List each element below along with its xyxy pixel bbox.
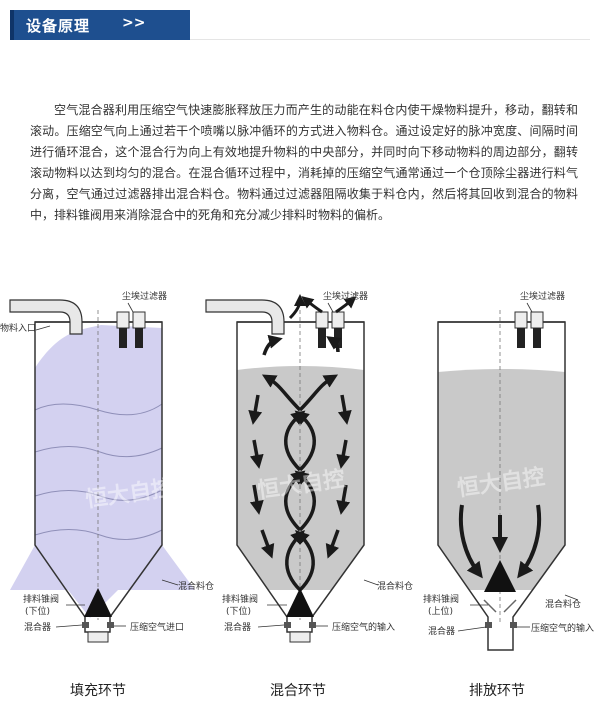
dust-filter-icon <box>315 311 345 348</box>
principle-diagram: 尘埃过滤器 物料入口 混合料仓 排料锥阀 (下位) 混合器 压缩空气进口 填充环… <box>0 290 594 699</box>
material-fill <box>10 325 195 618</box>
material-fill <box>438 369 565 590</box>
silo-outline <box>437 321 566 651</box>
discharge-valve-icon <box>484 560 516 592</box>
mixer-nozzle-icon <box>485 622 517 628</box>
dust-filter-icon <box>514 311 544 348</box>
mixing-flow-arrows <box>248 334 352 592</box>
label-air-inlet: 压缩空气的输入 <box>332 621 395 633</box>
label-dust-filter: 尘埃过滤器 <box>520 290 565 302</box>
discharge-valve-icon <box>84 588 112 617</box>
label-valve-position: (下位) <box>226 605 251 617</box>
section-title: 设备原理 <box>26 17 91 35</box>
stage-caption-fill: 填充环节 <box>70 683 126 699</box>
stage-discharge: 尘埃过滤器 混合料仓 排料锥阀 (上位) 混合器 压缩空气的输入 排放环节 <box>423 290 594 699</box>
divider <box>190 39 590 40</box>
label-dust-filter: 尘埃过滤器 <box>323 290 368 302</box>
label-bin: 混合料仓 <box>178 580 214 592</box>
dust-filter-icon <box>116 311 146 348</box>
label-valve: 排料锥阀 <box>23 593 59 605</box>
discharge-valve-icon <box>286 588 314 617</box>
stage-mix: 尘埃过滤器 混合料仓 排料锥阀 (下位) 混合器 压缩空气的输入 混合环节 <box>205 290 413 699</box>
silo-outline <box>236 321 365 633</box>
label-valve-position: (上位) <box>428 605 453 617</box>
stage-caption-discharge: 排放环节 <box>469 683 525 699</box>
label-bin: 混合料仓 <box>377 580 413 592</box>
label-air-inlet: 压缩空气进口 <box>130 621 184 633</box>
stage-fill: 尘埃过滤器 物料入口 混合料仓 排料锥阀 (下位) 混合器 压缩空气进口 填充环… <box>0 290 214 699</box>
section-banner: 设备原理 >> <box>10 10 190 40</box>
inlet-pipe <box>9 299 83 335</box>
inlet-pipe <box>205 299 285 335</box>
label-valve-position: (下位) <box>25 605 50 617</box>
silo-outline <box>34 321 163 633</box>
label-air-inlet: 压缩空气的输入 <box>531 622 594 634</box>
mixer-nozzle-icon <box>82 622 114 628</box>
discharge-flow-arrows <box>458 504 542 579</box>
label-inlet: 物料入口 <box>0 322 36 334</box>
label-mixer: 混合器 <box>428 625 455 637</box>
exhaust-arrow-icon <box>288 294 357 320</box>
label-valve: 排料锥阀 <box>222 593 258 605</box>
stage-caption-mix: 混合环节 <box>270 683 326 699</box>
label-mixer: 混合器 <box>24 621 51 633</box>
label-dust-filter: 尘埃过滤器 <box>122 290 167 302</box>
mixer-nozzle-icon <box>284 622 316 628</box>
principle-description: 空气混合器利用压缩空气快速膨胀释放压力而产生的动能在料仓内使干燥物料提升，移动，… <box>30 103 578 222</box>
label-bin: 混合料仓 <box>545 598 581 610</box>
label-mixer: 混合器 <box>224 621 251 633</box>
label-valve: 排料锥阀 <box>423 593 459 605</box>
double-chevron-icon: >> <box>122 15 146 31</box>
